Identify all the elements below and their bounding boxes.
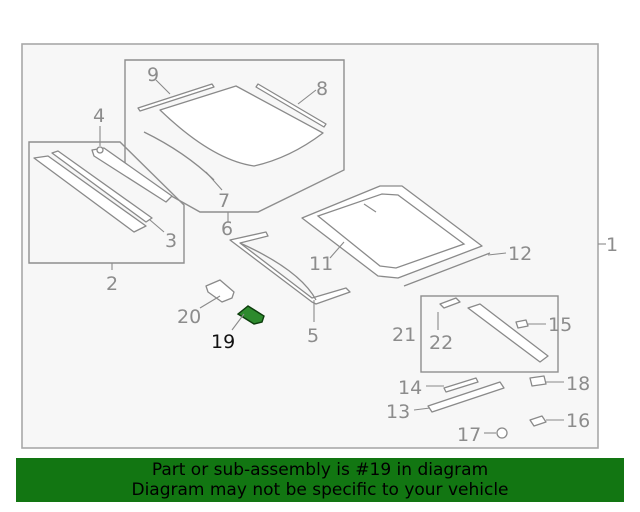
leader-8 — [297, 89, 317, 105]
leader-11 — [329, 241, 345, 259]
callout-14: 14 — [398, 377, 422, 399]
group-box-deflector — [28, 141, 185, 264]
callout-22: 22 — [429, 332, 453, 354]
callout-9: 9 — [147, 64, 159, 86]
leader-20 — [199, 295, 221, 309]
callout-5: 5 — [307, 325, 319, 347]
leader-19[interactable] — [231, 313, 245, 331]
bracket-22 — [439, 297, 461, 309]
leader-7 — [205, 171, 223, 191]
callout-12: 12 — [508, 243, 532, 265]
glass-trim-8 — [255, 83, 327, 128]
frame-inner — [239, 242, 317, 301]
callout-13: 13 — [386, 401, 410, 423]
callout-7: 7 — [218, 190, 230, 212]
callout-6: 6 — [221, 218, 233, 240]
callout-1: 1 — [606, 234, 618, 256]
glass-trim-9 — [137, 83, 215, 112]
callout-21: 21 — [392, 324, 416, 346]
rail-14 — [443, 377, 479, 393]
opening-panel-inner — [316, 193, 466, 269]
leader-13 — [413, 407, 431, 411]
weatherstrip-12 — [403, 252, 491, 287]
rail-fastener — [96, 146, 104, 154]
callout-20: 20 — [177, 306, 201, 328]
leader-12 — [487, 252, 507, 256]
deflector-strip — [51, 150, 153, 223]
highlighted-part-19 — [236, 305, 265, 325]
callout-16: 16 — [566, 410, 590, 432]
leader-3 — [149, 219, 165, 233]
group-box-21 — [420, 295, 559, 373]
callout-11: 11 — [309, 253, 333, 275]
callout-4: 4 — [93, 105, 105, 127]
callout-15: 15 — [548, 314, 572, 336]
opening-panel — [301, 185, 483, 279]
clip-16 — [529, 415, 547, 427]
callout-18: 18 — [566, 373, 590, 395]
leader-9 — [155, 79, 171, 95]
banner-line-1: Part or sub-assembly is #19 in diagram — [151, 460, 489, 480]
callout-17: 17 — [457, 424, 481, 446]
glass-panel — [159, 85, 324, 167]
callout-3: 3 — [165, 230, 177, 252]
info-banner: Part or sub-assembly is #19 in diagram D… — [16, 458, 624, 502]
banner-line-2: Diagram may not be specific to your vehi… — [131, 480, 509, 500]
clip-18 — [529, 375, 547, 387]
plug-17 — [496, 427, 508, 439]
diagram-frame — [21, 43, 599, 449]
clip-15 — [515, 319, 529, 329]
callout-8: 8 — [316, 78, 328, 100]
motor-20 — [205, 279, 235, 303]
callout-2: 2 — [106, 273, 118, 295]
rail-13 — [427, 381, 505, 413]
leader-11b — [363, 203, 377, 213]
wind-deflector — [33, 155, 147, 233]
callout-19[interactable]: 19 — [211, 331, 235, 353]
guide-rail — [467, 303, 549, 363]
